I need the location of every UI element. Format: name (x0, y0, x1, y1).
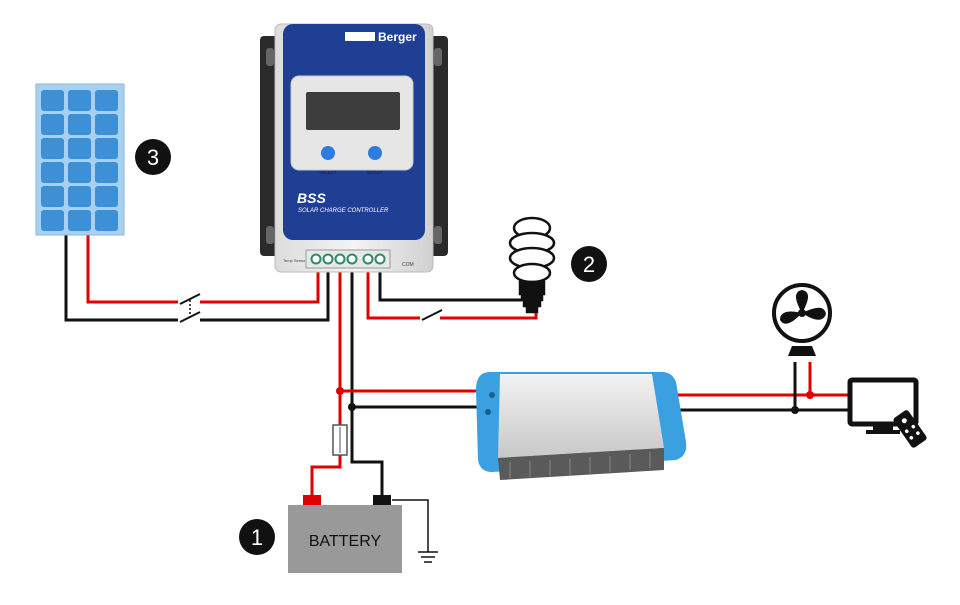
battery-positive-wire-2 (310, 455, 342, 497)
select-label: SELECT (319, 170, 337, 175)
bulb-icon (508, 216, 556, 314)
load-positive-wire-2 (440, 310, 538, 320)
callout-panel: 3 (135, 139, 171, 175)
enter-button[interactable] (368, 146, 382, 160)
terminal-block (305, 249, 391, 269)
pv-negative-wire-2 (200, 268, 330, 322)
inverter (476, 372, 687, 480)
com-label: COM (402, 262, 414, 268)
load-negative-wire (378, 268, 522, 302)
remote-icon (893, 410, 927, 448)
fan-icon (772, 283, 832, 356)
model-name: BSS (297, 190, 326, 206)
battery-negative-wire (350, 268, 384, 497)
charge-controller: Berger SELECT ENTER BSS SOLAR CHARGE CON… (260, 23, 448, 273)
load-positive-wire (366, 268, 420, 320)
pv-negative-wire (64, 235, 178, 322)
fuse (332, 424, 348, 456)
select-button[interactable] (321, 146, 335, 160)
load-switch-blade (421, 309, 443, 321)
callout-load: 2 (571, 246, 607, 282)
pv-positive-wire (86, 235, 178, 304)
pv-switch-blade-1 (179, 293, 201, 305)
model-subtitle: SOLAR CHARGE CONTROLLER (298, 208, 389, 214)
wires (64, 235, 850, 552)
svg-text:2: 2 (583, 252, 595, 277)
battery-negative-terminal (373, 495, 391, 507)
ground-wire (392, 499, 429, 552)
battery: BATTERY (288, 495, 402, 573)
svg-text:3: 3 (147, 145, 159, 170)
junctions (336, 387, 814, 414)
solar-panel (35, 83, 125, 236)
callout-battery: 1 (239, 519, 275, 555)
enter-label: ENTER (367, 170, 383, 175)
brand-logo (345, 32, 375, 41)
temp-sensor-label: Temp Sensor (283, 258, 307, 263)
brand-name: Berger (378, 30, 417, 44)
tv-icon (847, 377, 927, 448)
solar-cells (41, 90, 118, 231)
lcd-screen (306, 92, 400, 130)
pv-positive-wire-2 (200, 268, 320, 304)
ground-symbol (418, 551, 438, 563)
svg-text:1: 1 (251, 525, 263, 550)
battery-label: BATTERY (309, 533, 382, 550)
heatsink-fins (509, 452, 651, 478)
battery-positive-terminal (303, 495, 321, 507)
